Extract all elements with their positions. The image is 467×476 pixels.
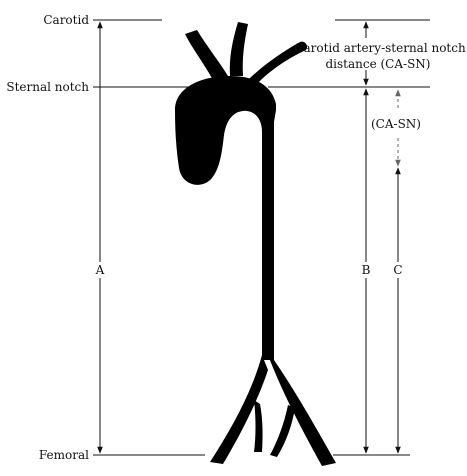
dimension-c-label: C	[393, 263, 402, 277]
femoral-label: Femoral	[39, 448, 89, 462]
carotid-label: Carotid	[43, 13, 89, 27]
left-internal-iliac	[254, 400, 263, 452]
sternal-notch-label: Sternal notch	[6, 80, 89, 94]
ca-sn-title-line1: Carotid artery-sternal notch	[294, 41, 466, 55]
ca-sn-short-label: (CA-SN)	[371, 117, 421, 131]
left-carotid-branch	[230, 22, 248, 76]
ca-sn-title-line2: distance (CA-SN)	[325, 57, 430, 71]
brachiocephalic-branch	[185, 30, 228, 80]
dimension-b-label: B	[362, 263, 371, 277]
aortic-arch	[175, 76, 276, 360]
aorta-silhouette	[175, 22, 336, 466]
right-internal-iliac	[270, 405, 295, 457]
dimension-a-label: A	[95, 263, 105, 277]
